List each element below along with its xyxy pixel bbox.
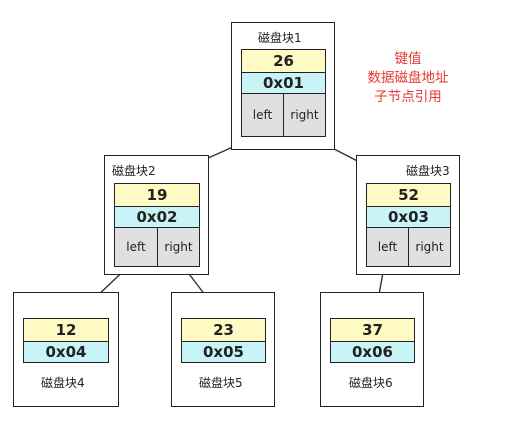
disk-block-5: 23 0x05 磁盘块5 bbox=[171, 292, 275, 407]
legend: 键值 数据磁盘地址 子节点引用 bbox=[356, 50, 460, 107]
legend-address-label: 数据磁盘地址 bbox=[367, 70, 449, 86]
left-pointer-cell: left bbox=[241, 93, 284, 137]
left-pointer-cell: left bbox=[114, 227, 158, 267]
disk-block-3: 磁盘块3 52 0x03 left right bbox=[356, 155, 460, 275]
disk-block-2: 磁盘块2 19 0x02 left right bbox=[104, 155, 209, 275]
address-cell: 0x06 bbox=[330, 341, 415, 363]
address-cell: 0x05 bbox=[181, 341, 266, 363]
key-cell: 37 bbox=[330, 318, 415, 342]
disk-block-4: 12 0x04 磁盘块4 bbox=[13, 292, 119, 407]
left-pointer-cell: left bbox=[366, 227, 409, 267]
block-title: 磁盘块4 bbox=[41, 376, 85, 390]
key-cell: 19 bbox=[114, 183, 200, 207]
address-cell: 0x03 bbox=[366, 206, 451, 228]
address-cell: 0x01 bbox=[241, 72, 326, 94]
right-pointer-cell: right bbox=[408, 227, 451, 267]
disk-block-6: 37 0x06 磁盘块6 bbox=[320, 292, 424, 407]
key-cell: 26 bbox=[241, 49, 326, 73]
block-title: 磁盘块6 bbox=[349, 376, 393, 390]
key-cell: 52 bbox=[366, 183, 451, 207]
address-cell: 0x04 bbox=[23, 341, 109, 363]
key-cell: 23 bbox=[181, 318, 266, 342]
block-title: 磁盘块5 bbox=[199, 376, 243, 390]
address-cell: 0x02 bbox=[114, 206, 200, 228]
block-title: 磁盘块1 bbox=[258, 31, 302, 45]
legend-key-label: 键值 bbox=[394, 51, 422, 67]
legend-child-label: 子节点引用 bbox=[374, 89, 442, 105]
block-title: 磁盘块2 bbox=[112, 164, 156, 178]
key-cell: 12 bbox=[23, 318, 109, 342]
block-title: 磁盘块3 bbox=[406, 164, 450, 178]
right-pointer-cell: right bbox=[157, 227, 200, 267]
disk-block-1: 磁盘块1 26 0x01 left right bbox=[231, 22, 335, 150]
right-pointer-cell: right bbox=[283, 93, 326, 137]
